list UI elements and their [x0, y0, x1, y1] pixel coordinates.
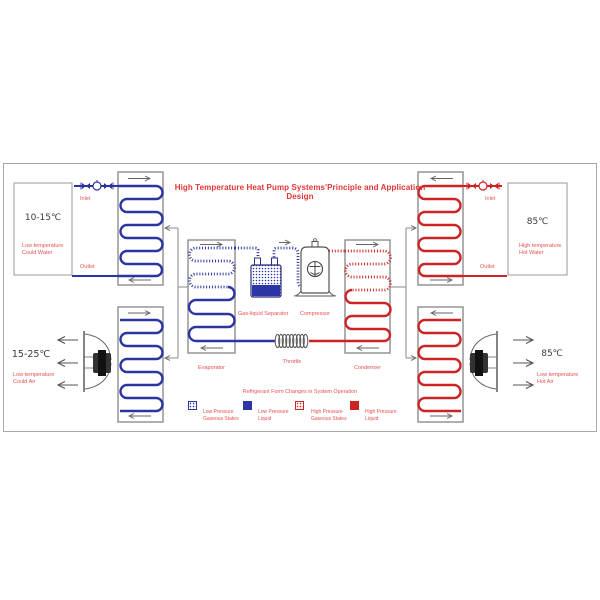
pump-icon — [92, 181, 102, 191]
condenser-coil — [344, 249, 392, 343]
gas-liquid-separator — [250, 257, 282, 298]
pump-icon — [478, 181, 488, 191]
legend-swatch-high-pressure-gas-icon — [295, 401, 304, 410]
right-fan — [469, 331, 498, 392]
left-water-tank-box — [13, 182, 73, 276]
right-air-temperature: 85℃ — [541, 349, 563, 359]
left-air-description: Low temperature Could Air — [13, 372, 55, 385]
right-water-coil — [417, 184, 463, 278]
right-air-description: Low temperature Hot Air — [537, 372, 579, 385]
right-connector-lines — [390, 225, 418, 361]
evaporator-box — [187, 239, 236, 354]
left-inlet-label: Inlet — [80, 196, 91, 202]
evaporator-coil — [187, 246, 236, 343]
condenser-box — [344, 239, 391, 354]
right-air-hx-box — [417, 306, 464, 423]
right-inlet-pipe — [463, 180, 502, 191]
legend-swatch-high-pressure-liquid-icon — [350, 401, 359, 410]
legend-title: Refrigerant Form Changes in System Opera… — [242, 389, 358, 395]
legend-label: High Pressure Liquid — [365, 409, 397, 422]
right-water-tank-box — [507, 182, 568, 276]
throttle-valve — [274, 333, 309, 349]
compressor-label: Compressor — [300, 311, 330, 317]
valve-icon — [104, 183, 112, 189]
compressor — [293, 238, 337, 297]
suction-gas-pipe — [235, 239, 306, 289]
right-outlet-label: Outlet — [480, 264, 495, 270]
right-water-hx-box — [417, 171, 464, 286]
left-connector-lines — [163, 225, 188, 361]
right-air-arrows — [513, 336, 535, 389]
left-air-hx-box — [117, 306, 164, 423]
diagram-title: High Temperature Heat Pump Systems'Princ… — [174, 183, 426, 201]
right-inlet-label: Inlet — [485, 196, 496, 202]
left-air-coil — [119, 318, 164, 413]
legend-swatch-low-pressure-liquid-icon — [243, 401, 252, 410]
valve-icon — [490, 183, 498, 189]
separator-label: Gas-liquid Separator — [238, 311, 289, 317]
valve-icon — [468, 183, 476, 189]
right-water-description: High temperature Hot Water — [519, 243, 562, 256]
valve-icon — [82, 183, 90, 189]
left-water-description: Low temperature Could Water — [22, 243, 64, 256]
right-water-temperature: 85℃ — [526, 217, 549, 227]
condenser-label: Condenser — [354, 365, 381, 371]
left-inlet-pipe — [74, 180, 118, 191]
legend-label: Low Pressure Gaseous States — [203, 409, 239, 422]
legend-swatch-low-pressure-gas-icon — [188, 401, 197, 410]
left-outlet-label: Outlet — [80, 264, 95, 270]
left-water-coil — [118, 184, 164, 278]
left-air-temperature: 15-25℃ — [11, 349, 51, 360]
right-air-coil — [417, 318, 462, 413]
legend-label: High Pressure Gaseous States — [311, 409, 347, 422]
legend-label: Low Pressure Liquid — [258, 409, 289, 422]
left-water-hx-box — [117, 171, 164, 286]
throttle-label: Throttle — [282, 359, 302, 365]
left-air-arrows — [56, 336, 78, 389]
left-water-temperature: 10-15℃ — [24, 213, 62, 223]
left-fan — [83, 331, 112, 392]
diagram-border — [3, 163, 597, 432]
evaporator-label: Evaporator — [198, 365, 225, 371]
